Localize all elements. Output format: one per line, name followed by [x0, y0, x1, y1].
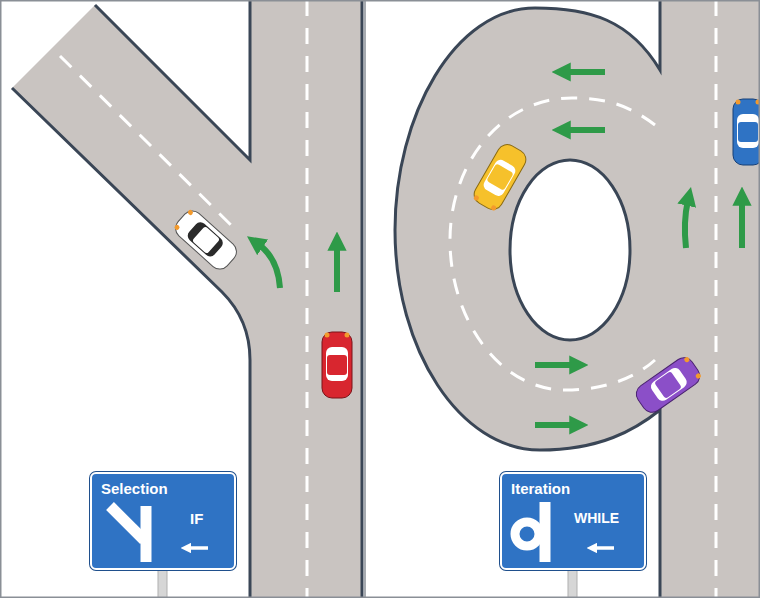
- panel-divider: [364, 0, 366, 598]
- lane-line: [715, 0, 718, 598]
- car: [632, 354, 703, 416]
- sign-keyword: WHILE: [574, 510, 619, 526]
- road-sign: SelectionIF: [90, 472, 236, 570]
- car: [733, 99, 760, 165]
- road-edge: [12, 88, 250, 598]
- direction-arrows: [258, 72, 742, 425]
- lane-line: [306, 0, 309, 598]
- road-edge: [395, 0, 660, 598]
- road-sign: IterationWHILE: [500, 472, 646, 570]
- sign-post: [158, 568, 167, 598]
- sign-keyword: IF: [190, 510, 203, 527]
- lane-line: [450, 98, 655, 390]
- car: [471, 141, 530, 213]
- road-edge: [361, 0, 364, 598]
- road-fork: [12, 0, 362, 598]
- loop-island: [510, 160, 630, 340]
- lane-line: [60, 56, 238, 232]
- car: [322, 332, 352, 398]
- road: [660, 0, 760, 598]
- road-edge: [95, 0, 250, 160]
- sign-post: [568, 568, 577, 598]
- sign-title: Iteration: [511, 480, 570, 497]
- sign-title: Selection: [101, 480, 168, 497]
- car: [171, 207, 240, 273]
